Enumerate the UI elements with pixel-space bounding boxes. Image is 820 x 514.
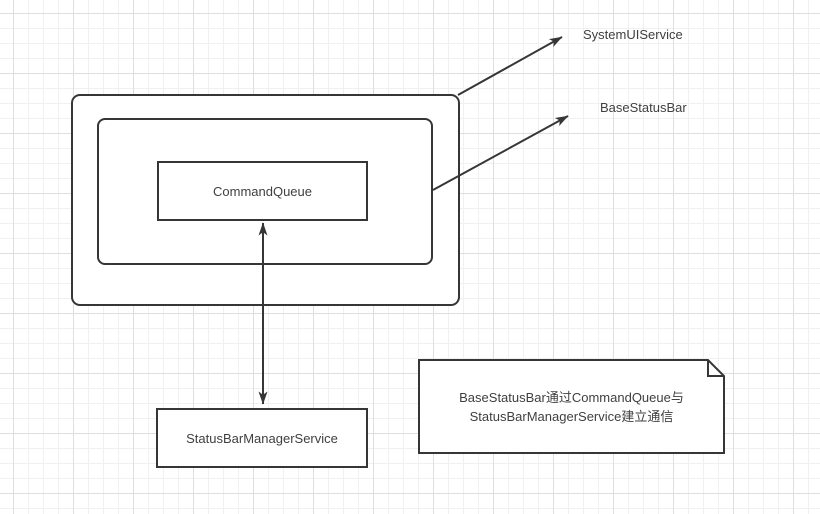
note-shape[interactable]: BaseStatusBar通过CommandQueue与 StatusBarMa… [418,359,725,454]
node-status-bar-manager-service[interactable]: StatusBarManagerService [156,408,368,468]
label-system-ui-service[interactable]: SystemUIService [583,27,683,42]
note-text: BaseStatusBar通过CommandQueue与 StatusBarMa… [418,359,725,454]
note-line-2: StatusBarManagerService建立通信 [469,408,674,424]
label-base-status-bar[interactable]: BaseStatusBar [600,100,687,115]
node-command-queue[interactable]: CommandQueue [157,161,368,221]
command-queue-label: CommandQueue [213,183,312,199]
note-line-1: BaseStatusBar通过CommandQueue与 [459,389,684,405]
arrow-to-system-ui-service[interactable] [457,36,563,96]
note-outline [418,359,725,454]
status-bar-manager-service-label: StatusBarManagerService [186,430,338,446]
